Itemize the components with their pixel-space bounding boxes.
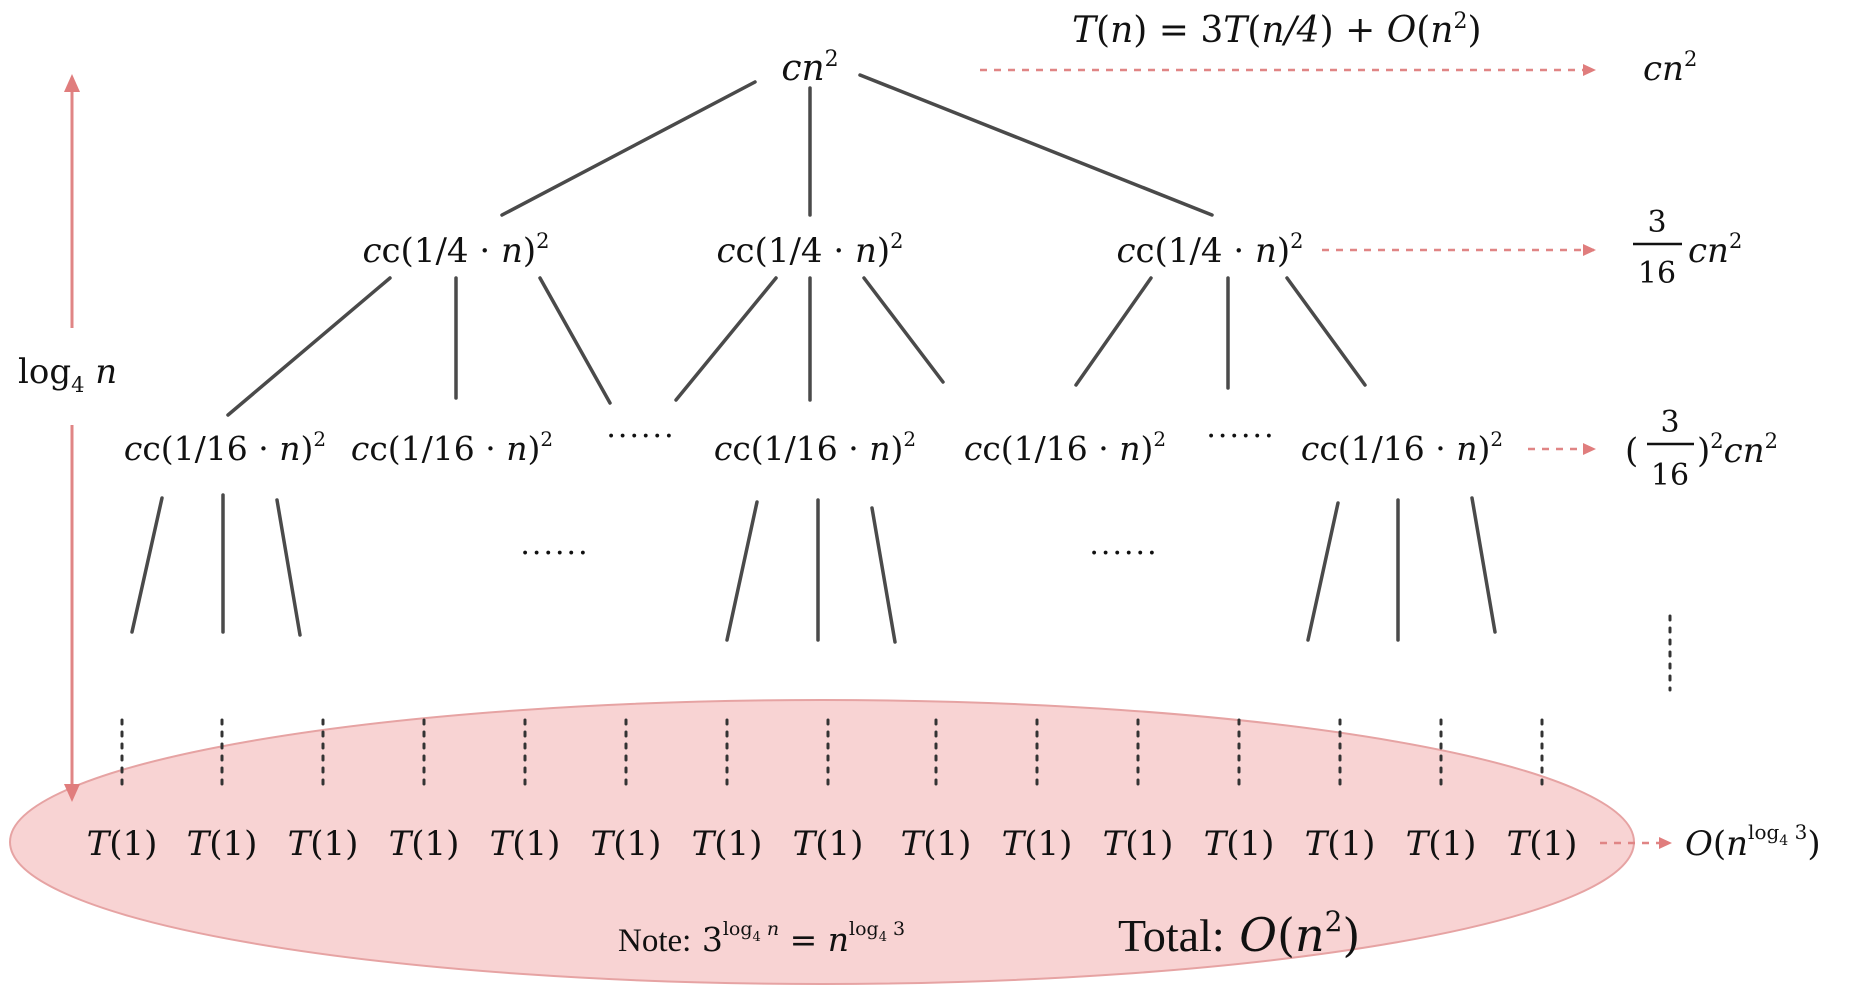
ellipsis-level2-a: ······ [606, 419, 675, 454]
leaf-node-15: T(1) [1507, 824, 1578, 864]
cost-leaves: O(nlog4 3) [1685, 820, 1821, 864]
level1-node-3: cc(1/4 · n)2 [1116, 229, 1303, 271]
level1-node-2: cc(1/4 · n)2 [716, 229, 903, 271]
leaf-node-7: T(1) [692, 824, 763, 864]
leaf-node-5: T(1) [490, 824, 561, 864]
root-node: cn2 [781, 47, 838, 89]
leaf-nodes: T(1) T(1) T(1) T(1) T(1) T(1) T(1) T(1) T(1) T(1)… [87, 824, 1578, 864]
vertical-dotted-lines [120, 718, 1544, 792]
svg-text:)2cn2: )2cn2 [1697, 429, 1778, 471]
svg-text:3: 3 [1647, 205, 1666, 240]
leaf-node-2: T(1) [187, 824, 258, 864]
level2-node-4: cc(1/16 · n)2 [964, 427, 1166, 468]
leaf-node-12: T(1) [1204, 824, 1275, 864]
tree-edges [130, 73, 1497, 644]
level2-node-1: cc(1/16 · n)2 [124, 427, 326, 468]
total-label: Total: O(n2) [1118, 905, 1360, 962]
tree-height-label: log4 n [18, 352, 117, 397]
ellipsis-mid-b: ······ [1089, 536, 1158, 571]
level2-nodes: cc(1/16 · n)2 cc(1/16 · n)2 cc(1/16 · n)… [124, 427, 1503, 468]
cost-level2: ( 3 16 )2cn2 [1625, 405, 1778, 493]
cost-root: cn2 [1643, 47, 1697, 89]
svg-text:16: 16 [1651, 458, 1689, 493]
leaf-node-13: T(1) [1305, 824, 1376, 864]
level1-node-1: cc(1/4 · n)2 [362, 229, 549, 271]
cost-level1: 3 16 cn2 [1633, 205, 1742, 291]
horizontal-ellipses: ······ ······ ······ ······ [520, 419, 1275, 571]
svg-text:16: 16 [1638, 256, 1676, 291]
leaf-node-11: T(1) [1103, 824, 1174, 864]
leaf-node-4: T(1) [389, 824, 460, 864]
leaf-node-10: T(1) [1002, 824, 1073, 864]
level2-node-3: cc(1/16 · n)2 [714, 427, 916, 468]
svg-text:(: ( [1625, 431, 1638, 471]
level-cost-arrows [980, 64, 1672, 849]
leaf-node-9: T(1) [901, 824, 972, 864]
level2-node-2: cc(1/16 · n)2 [351, 427, 553, 468]
svg-text:3: 3 [1660, 405, 1679, 440]
level2-node-5: cc(1/16 · n)2 [1301, 427, 1503, 468]
leaf-node-3: T(1) [288, 824, 359, 864]
ellipsis-mid-a: ······ [520, 536, 589, 571]
ellipsis-level2-b: ······ [1206, 419, 1275, 454]
leaf-node-8: T(1) [793, 824, 864, 864]
svg-text:cn2: cn2 [1688, 229, 1742, 271]
leaf-node-14: T(1) [1406, 824, 1477, 864]
leaf-node-6: T(1) [591, 824, 662, 864]
tree-height-arrow [64, 74, 80, 802]
note-identity: Note: 3log4 n = nlog4 3 [618, 918, 905, 959]
recurrence-equation: T(n) = 3T(n/4) + O(n2) [1072, 9, 1481, 51]
leaf-node-1: T(1) [87, 824, 158, 864]
